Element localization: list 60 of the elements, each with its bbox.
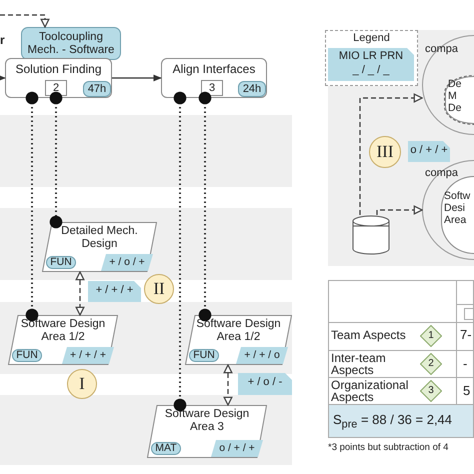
rating-tag: o / + / + bbox=[211, 440, 263, 457]
task-title: Align Interfaces bbox=[172, 63, 256, 76]
duration-tag: 24h bbox=[238, 81, 266, 97]
activity-title: Detailed Mech. Design bbox=[60, 225, 139, 251]
row-header: Team Aspects bbox=[331, 329, 406, 342]
aspect-number-diamond: 1 bbox=[420, 325, 442, 347]
arrow bbox=[0, 14, 50, 28]
aspect-number-diamond: 3 bbox=[420, 380, 442, 402]
rating-tag: + / + / o bbox=[236, 347, 288, 364]
tool-box bbox=[21, 27, 121, 60]
activity-parallelogram bbox=[185, 315, 292, 365]
dotted-connector bbox=[198, 92, 212, 322]
activity-title: Software Design Area 3 bbox=[164, 408, 250, 434]
table-cell: - bbox=[463, 357, 468, 372]
category-tag: MAT bbox=[151, 442, 181, 455]
duration-tag: 47h bbox=[83, 81, 111, 97]
arrow bbox=[0, 74, 6, 82]
activity-parallelogram bbox=[8, 315, 118, 365]
step-number: 2 bbox=[45, 80, 67, 96]
table-cell: 7- bbox=[460, 328, 472, 343]
aspect-number-diamond: 2 bbox=[420, 353, 442, 375]
rating-tag: o / + / + bbox=[408, 141, 450, 162]
category-tag: FUN bbox=[46, 256, 76, 269]
company-label: compa bbox=[425, 167, 458, 180]
step-number: 3 bbox=[201, 80, 223, 96]
rating-tag: + / + / + bbox=[62, 347, 114, 364]
row-header: Organizational Aspects bbox=[331, 379, 410, 403]
team-label: De M De bbox=[448, 79, 462, 114]
dotted-connector bbox=[174, 92, 186, 412]
arrow bbox=[76, 271, 84, 316]
dotted-connector bbox=[50, 92, 62, 228]
table-cell: 5 bbox=[463, 384, 470, 399]
activity-title: Software Design Area 1/2 bbox=[20, 318, 106, 344]
database-cylinder bbox=[352, 215, 390, 255]
activity-parallelogram bbox=[42, 222, 157, 272]
legend-title: Legend bbox=[352, 32, 391, 44]
rating-tag: + / o / - bbox=[238, 373, 292, 395]
footnote: *3 points but subtraction of 4 bbox=[328, 443, 448, 454]
rating-tag: + / o / + bbox=[101, 254, 153, 271]
cut-text: r bbox=[0, 34, 5, 48]
rating-tag: + / + / + bbox=[88, 281, 141, 302]
activity-title: Software Design Area 1/2 bbox=[195, 318, 282, 344]
box-text: Toolcoupling Mech. - Software bbox=[26, 31, 116, 57]
row-header: Inter-team Aspects bbox=[331, 352, 387, 376]
legend-box bbox=[325, 30, 418, 86]
task-box bbox=[161, 58, 267, 98]
company-label: compa bbox=[425, 43, 458, 56]
task-box bbox=[5, 58, 112, 98]
arrow bbox=[376, 206, 423, 215]
arrow bbox=[359, 94, 423, 215]
legend-tag: MIO LR PRN _ / _ / _ bbox=[328, 48, 414, 81]
category-tag: FUN bbox=[189, 349, 219, 362]
dotted-connector bbox=[26, 92, 38, 322]
arrow bbox=[224, 364, 232, 406]
task-title: Solution Finding bbox=[14, 63, 103, 76]
arrow bbox=[112, 74, 162, 82]
activity-parallelogram bbox=[147, 405, 267, 458]
category-tag: FUN bbox=[12, 349, 42, 362]
team-label: Softw Desi Area bbox=[444, 191, 472, 226]
score-formula: S$_{pre}$ = 88 / 36 = 2,44 bbox=[333, 413, 452, 431]
